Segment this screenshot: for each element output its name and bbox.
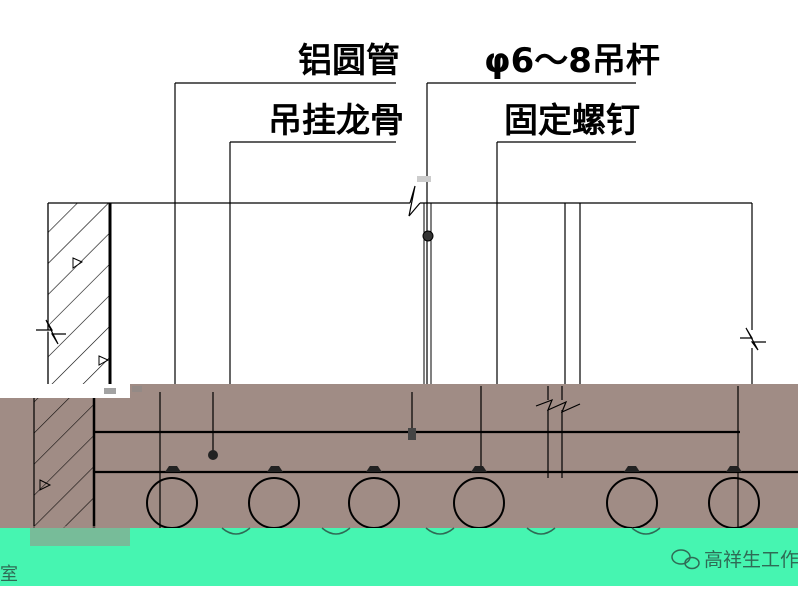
callout-aluminum-tube: 铝圆管 <box>174 41 400 403</box>
vertical-member <box>564 203 581 403</box>
wechat-icon <box>671 549 700 570</box>
label-fixing-screw: 固定螺钉 <box>504 101 640 141</box>
overlay-green-band: 高祥生工作 室 <box>0 526 798 594</box>
label-aluminum-tube: 铝圆管 <box>298 41 400 81</box>
watermark-text: 高祥生工作 <box>704 549 798 571</box>
label-hanger-rod: φ6～8吊杆 <box>484 41 660 81</box>
overlay-brown-band <box>0 384 798 530</box>
watermark: 高祥生工作 <box>671 549 798 571</box>
callout-hanging-keel: 吊挂龙骨 <box>229 101 404 403</box>
wall-section <box>36 202 112 403</box>
label-hanging-keel: 吊挂龙骨 <box>268 101 404 141</box>
callout-hanger-rod: φ6～8吊杆 <box>417 41 660 403</box>
slab-line <box>110 185 766 403</box>
callout-fixing-screw: 固定螺钉 <box>496 101 640 403</box>
footer-caption: 室 <box>0 564 18 585</box>
